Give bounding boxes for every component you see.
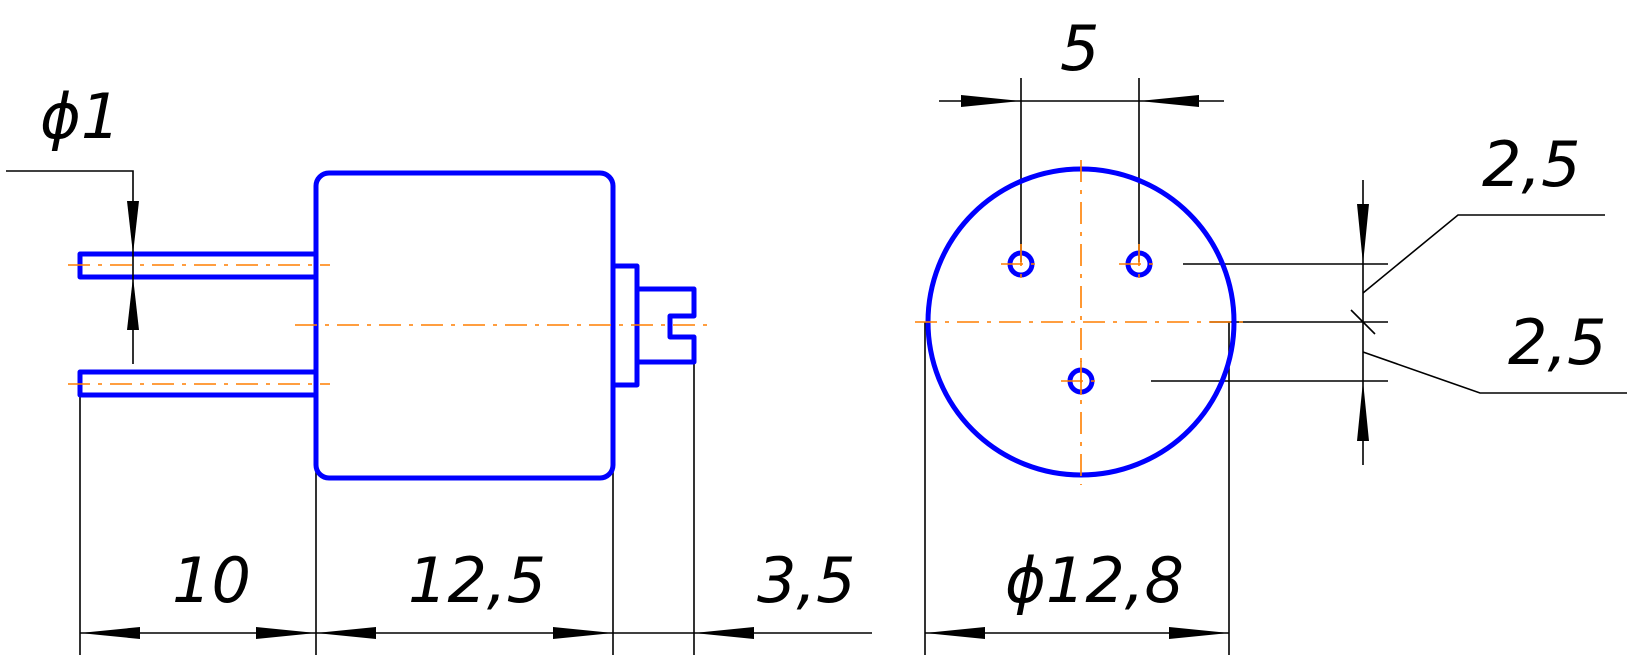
dim-offset-upper: 2,5: [1482, 128, 1581, 201]
dim-shaft-length: 3,5: [757, 544, 856, 617]
arrow: [1139, 95, 1199, 107]
dim-pin-diameter: ϕ1: [40, 80, 120, 153]
arrow: [80, 627, 140, 639]
leader-lower-offset: [1362, 351, 1627, 394]
arrow: [127, 201, 139, 254]
arrow: [1357, 381, 1369, 441]
arrow: [127, 277, 139, 330]
arrow: [316, 627, 376, 639]
arrow: [925, 627, 985, 639]
arrow: [256, 627, 316, 639]
leader-upper-offset: [1362, 214, 1605, 294]
arrow: [961, 95, 1021, 107]
arrow: [1169, 627, 1229, 639]
pin-diameter-leader: [6, 170, 134, 364]
arrow: [1357, 204, 1369, 264]
dim-offset-lower: 2,5: [1508, 306, 1607, 379]
tick-mark: [1350, 309, 1376, 335]
dim-body-length: 12,5: [408, 544, 546, 617]
side-view: ϕ1 10 12,5 3,5: [6, 80, 872, 655]
dim-pin-spacing: 5: [1060, 12, 1099, 85]
dim-pin-length: 10: [172, 544, 251, 617]
end-view: 5 ϕ12,8 2,5 2,5: [915, 12, 1627, 655]
dim-body-diameter: ϕ12,8: [1005, 544, 1184, 617]
arrow: [553, 627, 613, 639]
slotted-shaft: [637, 286, 697, 365]
arrow: [694, 627, 754, 639]
